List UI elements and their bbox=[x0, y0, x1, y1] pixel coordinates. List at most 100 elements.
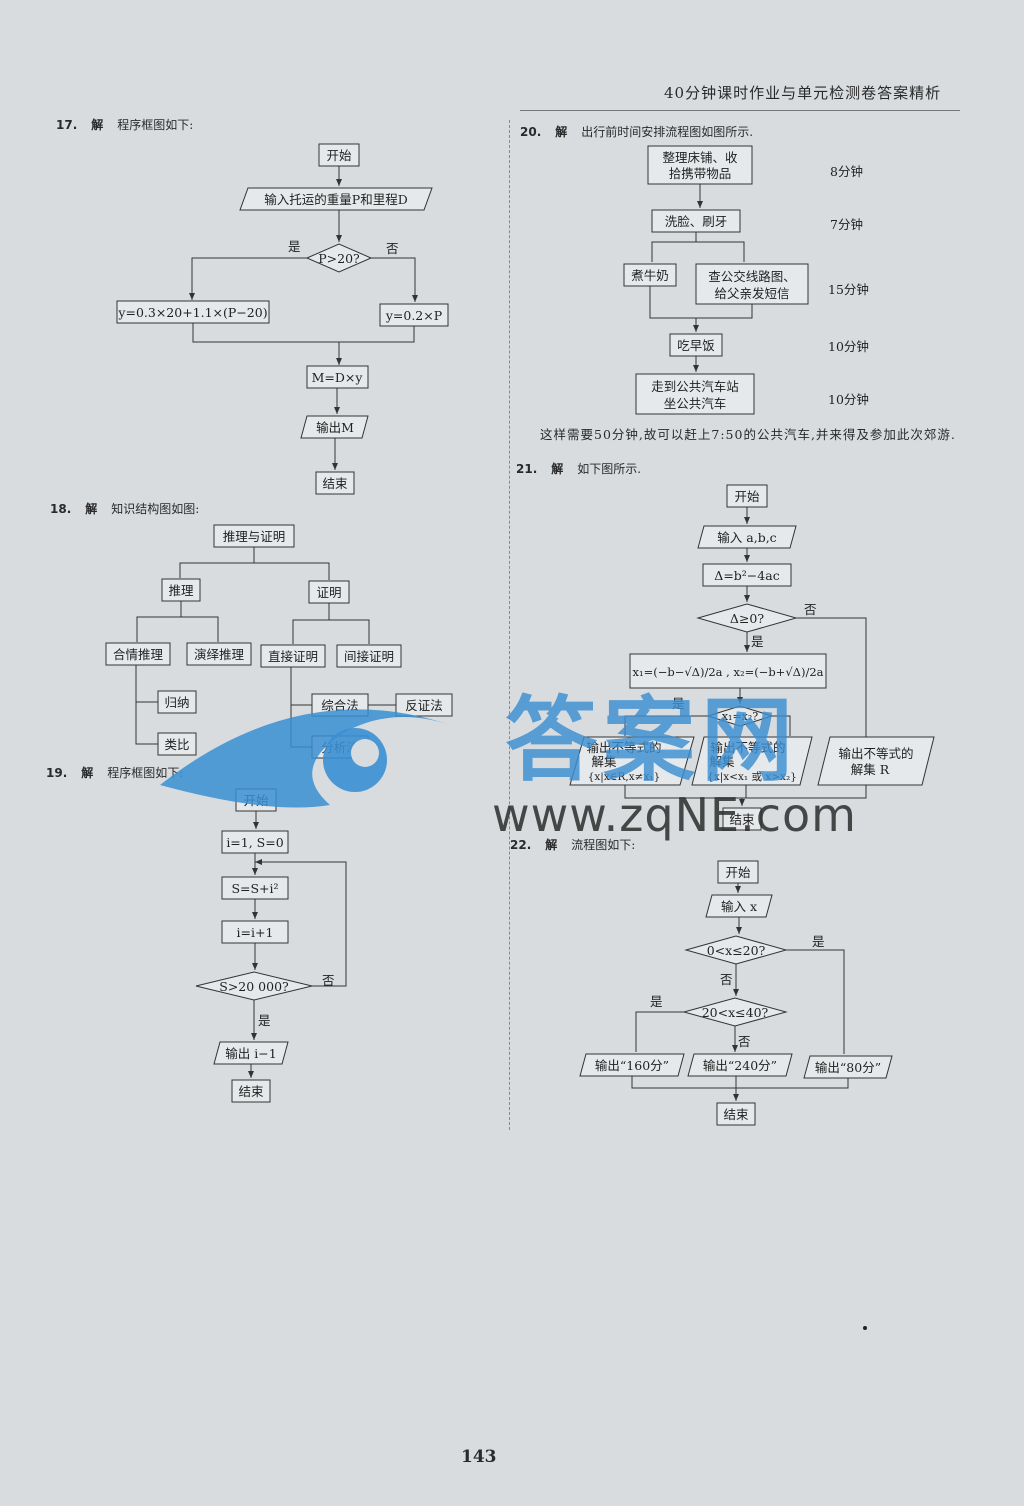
q18-fenxi: 分析法 bbox=[311, 735, 369, 759]
q20-step-bus-info: 查公交线路图、给父亲发短信 bbox=[695, 263, 809, 305]
svg-text:结束: 结束 bbox=[322, 476, 348, 491]
svg-text:证明: 证明 bbox=[316, 585, 341, 600]
svg-text:否: 否 bbox=[720, 972, 733, 987]
svg-text:8分钟: 8分钟 bbox=[830, 164, 863, 179]
svg-text:否: 否 bbox=[386, 241, 399, 256]
q17-input: 输入托运的重量P和里程D bbox=[239, 187, 433, 211]
svg-text:输出“80分”: 输出“80分” bbox=[815, 1060, 881, 1075]
svg-text:开始: 开始 bbox=[243, 793, 269, 808]
svg-text:演绎推理: 演绎推理 bbox=[194, 647, 245, 662]
svg-text:S=S+i²: S=S+i² bbox=[231, 881, 278, 896]
q17-left-calc: y=0.3×20+1.1×(P−20) bbox=[116, 300, 270, 324]
svg-text:P>20?: P>20? bbox=[318, 251, 360, 266]
watermark-url: www.zqNE.com bbox=[492, 788, 857, 842]
svg-text:输出不等式的: 输出不等式的 bbox=[710, 740, 785, 755]
svg-text:是: 是 bbox=[812, 934, 825, 949]
running-header: 40分钟课时作业与单元检测卷答案精析 bbox=[664, 84, 942, 102]
q22-flowchart: 开始 输入 x 0<x≤20? 是 否 20<x≤40? 是 否 输出“160分… bbox=[579, 860, 893, 1126]
svg-text:结束: 结束 bbox=[723, 1107, 749, 1122]
svg-text:洗脸、刷牙: 洗脸、刷牙 bbox=[665, 214, 728, 229]
q22-label: 22.解流程图如下: bbox=[510, 838, 636, 852]
q21-end: 结束 bbox=[722, 807, 762, 831]
q18-guina: 归纳 bbox=[157, 690, 197, 714]
q21-decision1: Δ≥0? bbox=[696, 603, 798, 633]
q18-fanzheng: 反证法 bbox=[395, 693, 453, 717]
q21-label: 21.解如下图所示. bbox=[516, 462, 642, 476]
q20-label: 20.解出行前时间安排流程图如图所示. bbox=[520, 125, 754, 139]
svg-text:否: 否 bbox=[738, 1034, 751, 1049]
svg-text:y=0.2×P: y=0.2×P bbox=[385, 308, 442, 323]
q18-yanyi: 演绎推理 bbox=[186, 642, 252, 666]
svg-text:是: 是 bbox=[650, 994, 663, 1009]
q19-sum: S=S+i² bbox=[221, 876, 289, 900]
q21-input: 输入 a,b,c bbox=[697, 525, 797, 549]
q22-end: 结束 bbox=[716, 1102, 756, 1126]
svg-text:结束: 结束 bbox=[729, 812, 755, 827]
q18-structure: 推理与证明 推理 证明 合情推理 演绎推理 直接证明 间接证明 归纳 类比 综合… bbox=[105, 524, 453, 759]
svg-text:走到公共汽车站: 走到公共汽车站 bbox=[651, 379, 739, 394]
svg-text:输入托运的重量P和里程D: 输入托运的重量P和里程D bbox=[264, 192, 407, 207]
q21-decision2: x₁=x₂? bbox=[706, 705, 774, 727]
svg-text:15分钟: 15分钟 bbox=[828, 282, 869, 297]
svg-text:是: 是 bbox=[672, 696, 685, 711]
svg-text:反证法: 反证法 bbox=[405, 698, 443, 713]
svg-text:是: 是 bbox=[288, 239, 301, 254]
q18-jianjie: 间接证明 bbox=[336, 644, 402, 668]
svg-text:x₁=(−b−√Δ)/2a , x₂=(−b+√Δ)/2a: x₁=(−b−√Δ)/2a , x₂=(−b+√Δ)/2a bbox=[632, 665, 823, 679]
svg-text:输出“160分”: 输出“160分” bbox=[595, 1058, 669, 1073]
svg-text:20<x≤40?: 20<x≤40? bbox=[702, 1005, 769, 1020]
column-divider bbox=[509, 120, 510, 1130]
svg-text:吃早饭: 吃早饭 bbox=[677, 338, 715, 353]
q21-delta: Δ=b²−4ac bbox=[702, 563, 792, 587]
q19-end: 结束 bbox=[231, 1079, 271, 1103]
svg-text:解集: 解集 bbox=[591, 754, 617, 769]
q22-out80: 输出“80分” bbox=[803, 1055, 893, 1079]
svg-text:开始: 开始 bbox=[734, 489, 760, 504]
svg-text:0<x≤20?: 0<x≤20? bbox=[707, 943, 766, 958]
q17-flowchart: 开始 输入托运的重量P和里程D P>20? 是 否 y=0.3×20+1.1×(… bbox=[116, 143, 449, 495]
svg-text:查公交线路图、: 查公交线路图、 bbox=[708, 269, 796, 284]
svg-text:拾携带物品: 拾携带物品 bbox=[669, 166, 732, 181]
svg-text:Δ=b²−4ac: Δ=b²−4ac bbox=[714, 568, 779, 583]
svg-text:分析法: 分析法 bbox=[321, 740, 359, 755]
q22-start: 开始 bbox=[717, 860, 759, 884]
q21-start: 开始 bbox=[726, 484, 768, 508]
svg-text:是: 是 bbox=[751, 634, 764, 649]
svg-text:整理床铺、收: 整理床铺、收 bbox=[662, 150, 738, 165]
svg-text:i=1, S=0: i=1, S=0 bbox=[226, 835, 283, 850]
svg-text:否: 否 bbox=[322, 973, 335, 988]
q18-root: 推理与证明 bbox=[213, 524, 295, 548]
svg-text:10分钟: 10分钟 bbox=[828, 392, 869, 407]
svg-text:合情推理: 合情推理 bbox=[113, 647, 164, 662]
q18-zhengming: 证明 bbox=[308, 580, 350, 604]
svg-text:输入 a,b,c: 输入 a,b,c bbox=[717, 530, 776, 545]
svg-text:直接证明: 直接证明 bbox=[268, 649, 318, 664]
svg-text:结束: 结束 bbox=[238, 1084, 264, 1099]
q17-decision: P>20? bbox=[305, 243, 373, 273]
svg-text:Δ≥0?: Δ≥0? bbox=[730, 611, 764, 626]
q22-input: 输入 x bbox=[705, 894, 773, 918]
svg-text:类比: 类比 bbox=[164, 737, 189, 752]
q19-output: 输出 i−1 bbox=[213, 1041, 289, 1065]
svg-text:坐公共汽车: 坐公共汽车 bbox=[664, 396, 727, 411]
watermark-brand: 答案网 bbox=[505, 687, 800, 794]
q20-step-milk: 煮牛奶 bbox=[623, 263, 677, 287]
svg-text:7分钟: 7分钟 bbox=[830, 217, 863, 232]
q18-leibi: 类比 bbox=[157, 732, 197, 756]
svg-text:开始: 开始 bbox=[725, 865, 751, 880]
q22-decision1: 0<x≤20? bbox=[684, 935, 788, 965]
svg-text:归纳: 归纳 bbox=[164, 695, 189, 710]
svg-text:x₁=x₂?: x₁=x₂? bbox=[722, 710, 758, 723]
svg-text:{x|x∈R,x≠x₁}: {x|x∈R,x≠x₁} bbox=[588, 771, 661, 784]
q17-multiply: M=D×y bbox=[306, 365, 369, 389]
svg-text:输出不等式的: 输出不等式的 bbox=[838, 746, 913, 761]
q20-conclusion: 这样需要50分钟,故可以赶上7:50的公共汽车,并来得及参加此次郊游. bbox=[540, 427, 956, 442]
q22-out240: 输出“240分” bbox=[687, 1053, 793, 1077]
page-number: 143 bbox=[461, 1447, 497, 1467]
